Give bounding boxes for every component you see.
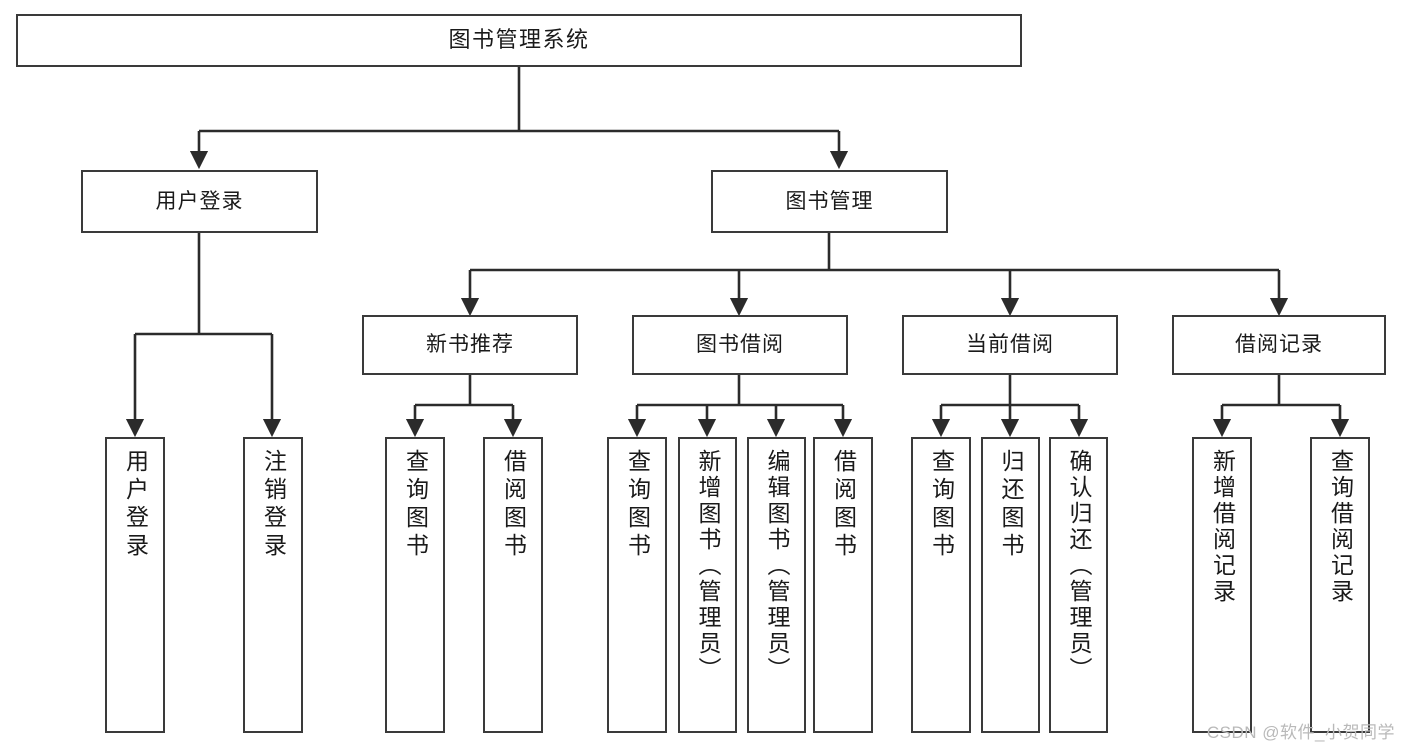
- leaf-add-borrow-record[interactable]: 新增借阅记录: [1192, 437, 1252, 733]
- node-label: 查询图书: [928, 449, 955, 561]
- node-label: 借阅记录: [1235, 333, 1323, 357]
- node-user-login[interactable]: 用户登录: [81, 170, 318, 233]
- node-label: 用户登录: [122, 449, 149, 561]
- leaf-edit-book-admin[interactable]: 编辑图书（管理员）: [747, 437, 806, 733]
- node-label: 确认归还（管理员）: [1066, 449, 1092, 683]
- leaf-query-book-borrow[interactable]: 查询图书: [607, 437, 667, 733]
- watermark: CSDN @软件_小贺同学: [1206, 723, 1395, 742]
- leaf-confirm-return-admin[interactable]: 确认归还（管理员）: [1049, 437, 1108, 733]
- leaf-add-book-admin[interactable]: 新增图书（管理员）: [678, 437, 737, 733]
- node-book-borrow[interactable]: 图书借阅: [632, 315, 848, 375]
- node-label: 查询图书: [624, 449, 651, 561]
- node-root-book-management-system[interactable]: 图书管理系统: [16, 14, 1022, 67]
- node-book-management[interactable]: 图书管理: [711, 170, 948, 233]
- node-current-borrow[interactable]: 当前借阅: [902, 315, 1118, 375]
- node-label: 新增图书（管理员）: [695, 449, 721, 683]
- node-label: 当前借阅: [966, 333, 1054, 357]
- node-label: 新书推荐: [426, 333, 514, 357]
- node-label: 注销登录: [260, 449, 287, 561]
- leaf-return-book[interactable]: 归还图书: [981, 437, 1040, 733]
- node-label: 图书管理: [785, 189, 874, 213]
- leaf-user-login[interactable]: 用户登录: [105, 437, 165, 733]
- node-label: 借阅图书: [830, 449, 857, 561]
- leaf-borrow-book[interactable]: 借阅图书: [813, 437, 873, 733]
- node-label: 图书管理系统: [448, 27, 590, 53]
- node-label: 借阅图书: [500, 449, 527, 561]
- node-label: 查询图书: [402, 449, 429, 561]
- node-label: 用户登录: [155, 189, 244, 213]
- node-label: 归还图书: [998, 449, 1024, 561]
- node-label: 查询借阅记录: [1327, 449, 1354, 605]
- leaf-query-borrow-record[interactable]: 查询借阅记录: [1310, 437, 1370, 733]
- node-label: 新增借阅记录: [1209, 449, 1236, 605]
- leaf-query-book-current[interactable]: 查询图书: [911, 437, 971, 733]
- leaf-query-book-recommend[interactable]: 查询图书: [385, 437, 445, 733]
- node-label: 图书借阅: [696, 333, 784, 357]
- node-label: 编辑图书（管理员）: [764, 449, 790, 683]
- leaf-borrow-book-recommend[interactable]: 借阅图书: [483, 437, 543, 733]
- leaf-logout[interactable]: 注销登录: [243, 437, 303, 733]
- node-new-book-recommend[interactable]: 新书推荐: [362, 315, 578, 375]
- node-borrow-record[interactable]: 借阅记录: [1172, 315, 1386, 375]
